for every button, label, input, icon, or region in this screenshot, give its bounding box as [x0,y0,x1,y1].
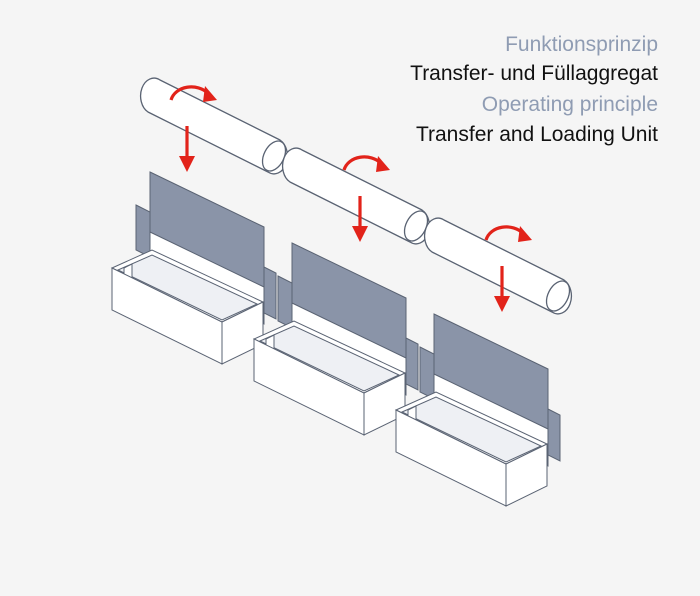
german-label: Funktionsprinzip [505,33,658,56]
english-label: Operating principle [481,93,658,117]
carton-box-2 [253,242,419,436]
english-title: Transfer and Loading Unit [415,122,658,146]
carton-box-1 [111,171,277,365]
title-block: Funktionsprinzip Transfer- und Füllaggre… [410,32,658,147]
german-title: Transfer- und Füllaggregat [410,62,658,86]
carton-box-3 [395,313,561,507]
roller-1 [139,77,291,176]
